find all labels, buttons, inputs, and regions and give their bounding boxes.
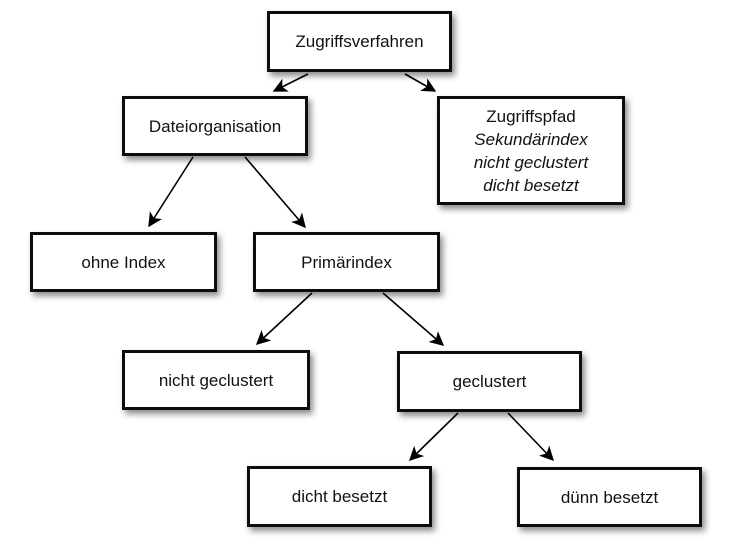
node-geclustert: geclustert (397, 351, 582, 412)
edge-geclustert-duenn-besetzt (507, 412, 554, 462)
edge-zugriffsverfahren-dateiorganisation (272, 73, 309, 92)
node-dateiorganisation-label: Dateiorganisation (148, 116, 282, 136)
node-primaerindex-label: Primärindex (301, 252, 392, 272)
edge-primaerindex-geclustert (382, 292, 445, 346)
node-zugriffsverfahren-label: Zugriffsverfahren (295, 32, 424, 51)
node-ohne-index-label: ohne Index (81, 252, 166, 272)
node-duenn-besetzt-label: dünn besetzt (560, 487, 659, 507)
edge-dateiorganisation-ohne-index (148, 156, 194, 228)
node-dicht-besetzt: dicht besetzt (247, 466, 432, 527)
edge-zugriffsverfahren-zugriffspfad (404, 73, 437, 92)
node-zugriffspfad-subline-3: dicht besetzt (483, 175, 579, 195)
node-zugriffspfad-subline-1: Sekundärindex (474, 129, 588, 149)
node-ohne-index: ohne Index (30, 232, 217, 292)
node-dicht-besetzt-label: dicht besetzt (291, 487, 388, 506)
node-dateiorganisation: Dateiorganisation (122, 96, 308, 156)
edge-geclustert-dicht-besetzt (408, 412, 459, 462)
node-zugriffspfad-subline-2: nicht geclustert (473, 152, 589, 172)
edge-primaerindex-nicht-geclustert (255, 292, 313, 345)
node-zugriffsverfahren: Zugriffsverfahren (267, 11, 452, 72)
node-nicht-geclustert: nicht geclustert (122, 350, 310, 410)
edge-dateiorganisation-primaerindex (244, 156, 306, 229)
node-duenn-besetzt: dünn besetzt (517, 467, 702, 527)
node-geclustert-label: geclustert (452, 372, 527, 391)
node-nicht-geclustert-label: nicht geclustert (158, 370, 274, 390)
node-zugriffspfad: Zugriffspfad Sekundärindex nicht geclust… (437, 96, 625, 205)
node-primaerindex: Primärindex (253, 232, 440, 292)
node-zugriffspfad-label: Zugriffspfad (486, 106, 576, 126)
